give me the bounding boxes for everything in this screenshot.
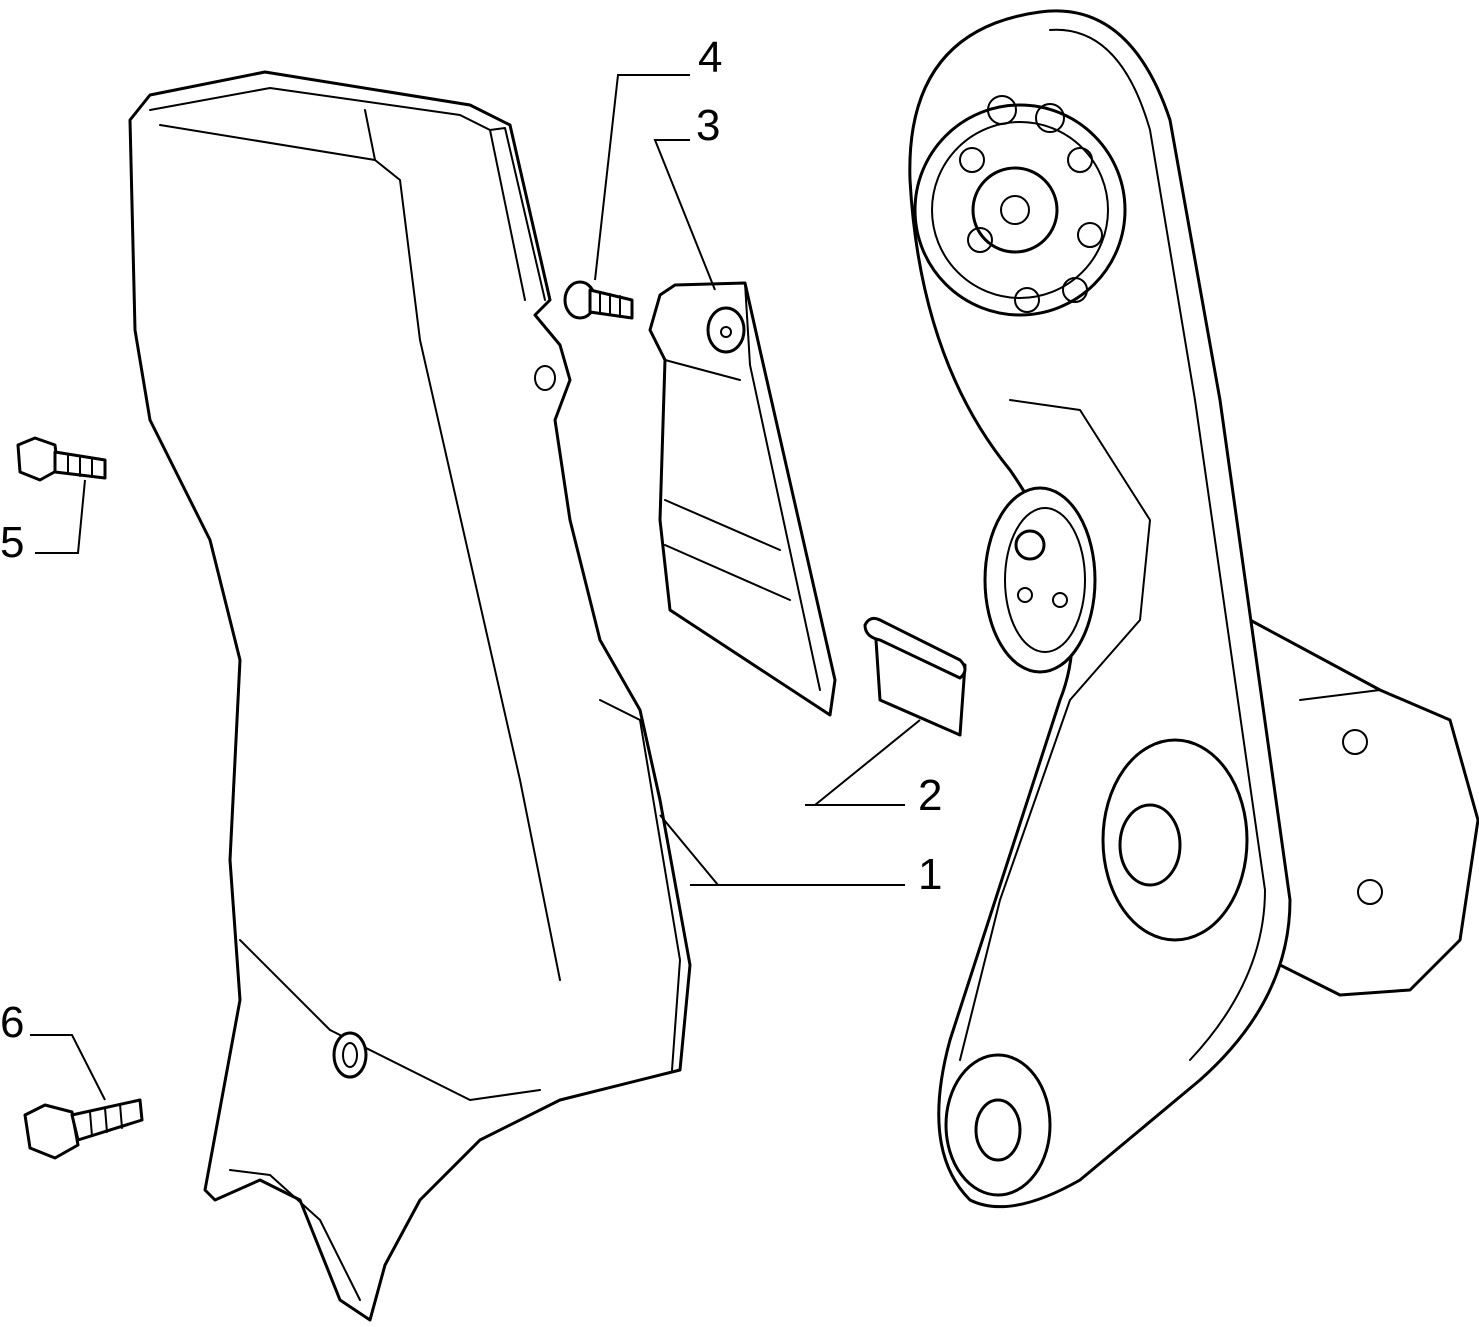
callout-5: 5 — [0, 518, 24, 567]
callout-3: 3 — [696, 101, 720, 150]
leader-3 — [653, 139, 716, 291]
bracket-hole-icon — [706, 306, 746, 354]
callout-4: 4 — [698, 33, 722, 82]
cover-mount-hole-upper — [534, 365, 556, 391]
bolt-6 — [23, 1098, 144, 1160]
callout-6: 6 — [0, 998, 24, 1047]
callout-1: 1 — [918, 850, 942, 899]
timing-belt-cover — [128, 70, 692, 1322]
timing-belt-assembly — [908, 9, 1479, 1209]
rubber-pad — [863, 616, 967, 737]
callout-2: 2 — [918, 771, 942, 820]
leader-4 — [594, 74, 690, 281]
cover-bracket — [648, 281, 837, 717]
leader-5 — [35, 479, 86, 554]
tensioner-pulley — [983, 486, 1097, 674]
leader-2 — [814, 719, 921, 806]
cover-mount-hole-lower — [332, 1031, 368, 1079]
bolt-5 — [16, 436, 107, 482]
leader-lines — [30, 74, 921, 1101]
leader-6 — [30, 1034, 106, 1101]
bolt-4 — [563, 280, 634, 320]
